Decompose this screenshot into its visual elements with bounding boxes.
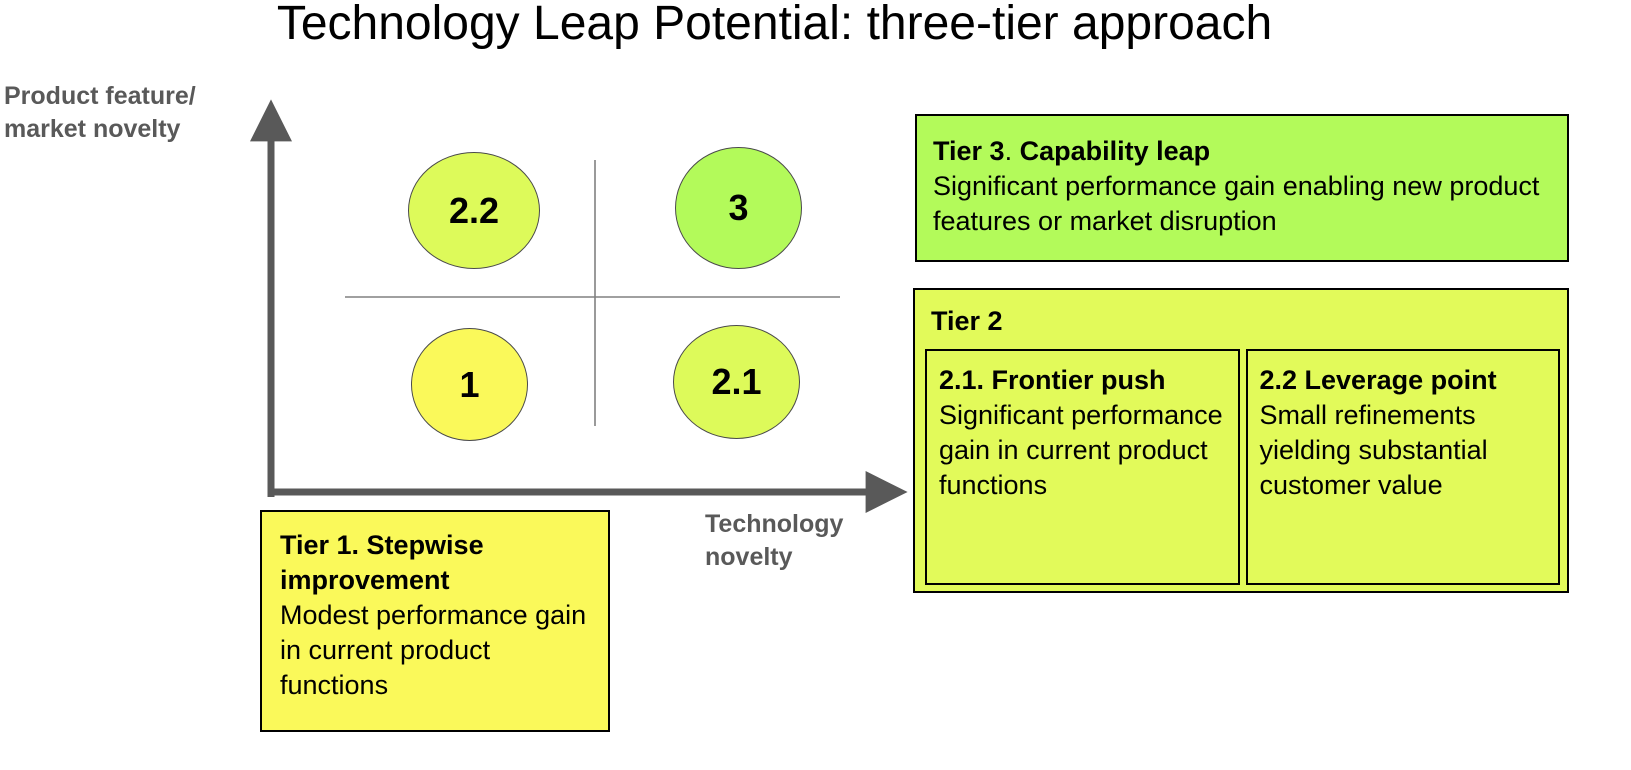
- y-axis-label-line2: market novelty: [4, 115, 181, 143]
- bubble-label: 1: [459, 363, 480, 405]
- x-axis-label-line1: Technology: [705, 510, 844, 538]
- tier-1-body: Modest performance gain in current produ…: [280, 600, 587, 701]
- bubble-label: 2.1: [711, 361, 762, 402]
- tier-3-box[interactable]: Tier 3. Capability leap Significant perf…: [915, 114, 1569, 262]
- tier-3-body: Significant performance gain enabling ne…: [933, 171, 1540, 237]
- tier-2-sub-heading: 2.1. Frontier push: [939, 365, 1166, 396]
- tier-3-heading-name: Capability leap: [1019, 136, 1211, 166]
- y-axis-label: Product feature/ market novelty: [4, 80, 274, 146]
- tier-1-box[interactable]: Tier 1. Stepwise improvement Modest perf…: [260, 510, 610, 732]
- bubble-2-1[interactable]: 2.1: [673, 325, 800, 439]
- bubble-3[interactable]: 3: [675, 147, 802, 269]
- tier-2-sub-box-frontier-push[interactable]: 2.1. Frontier push Significant performan…: [925, 349, 1240, 586]
- tier-2-sub-box-leverage-point[interactable]: 2.2 Leverage point Small refinements yie…: [1245, 349, 1560, 586]
- tier-1-heading: Tier 1. Stepwise improvement: [280, 530, 484, 596]
- tier-2-box[interactable]: Tier 2 2.1. Frontier push Significant pe…: [913, 288, 1569, 593]
- bubble-label: 2.2: [448, 189, 500, 231]
- x-axis-label-line2: novelty: [705, 543, 793, 571]
- tier-2-sub-body: Significant performance gain in current …: [939, 400, 1223, 501]
- tier-3-heading-separator: .: [1004, 136, 1020, 166]
- tier-2-sub-heading: 2.2 Leverage point: [1259, 365, 1497, 396]
- tier-2-sub-row: 2.1. Frontier push Significant performan…: [915, 349, 1567, 586]
- tier-3-heading: Tier 3. Capability leap: [933, 134, 1553, 169]
- tier-2-sub-body: Small refinements yielding substantial c…: [1259, 400, 1488, 501]
- bubble-label: 3: [728, 187, 749, 228]
- bubble-1[interactable]: 1: [411, 328, 528, 441]
- x-axis-label: Technology novelty: [705, 508, 925, 574]
- bubble-2-2[interactable]: 2.2: [408, 152, 540, 269]
- tier-3-heading-label: Tier 3: [933, 136, 1005, 166]
- tier-2-title: Tier 2: [931, 306, 1003, 336]
- page-title: Technology Leap Potential: three-tier ap…: [276, 0, 1273, 50]
- y-axis-label-line1: Product feature/: [4, 82, 196, 110]
